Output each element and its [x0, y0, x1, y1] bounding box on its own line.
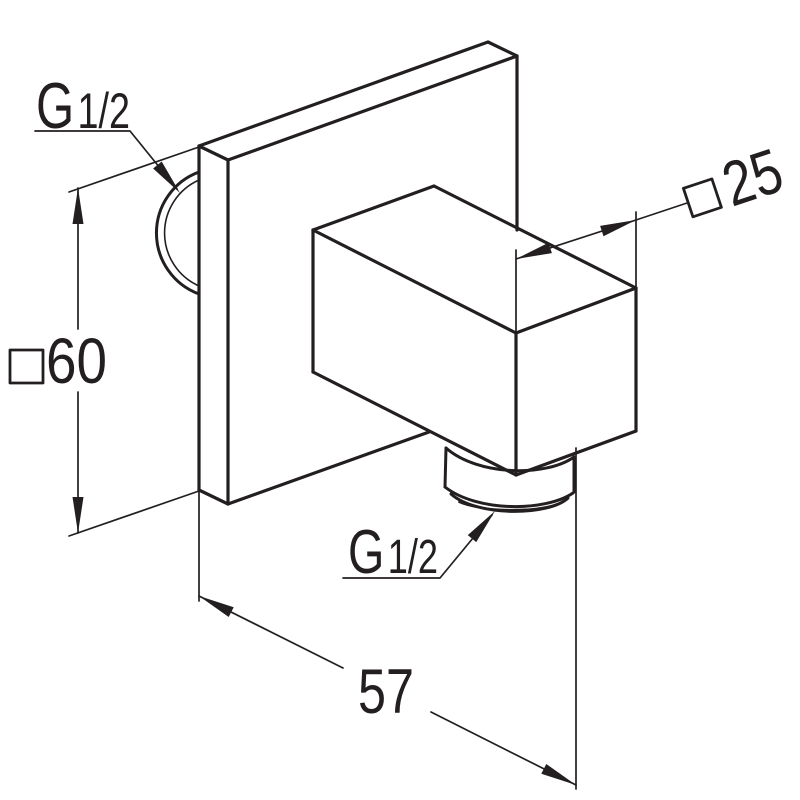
- nut-left-side-edge: [443, 446, 448, 489]
- thread-label-bottom-fraction: 1/2: [388, 531, 438, 584]
- nut-body-bottom-arc: [443, 485, 575, 508]
- spout-block: [311, 184, 638, 477]
- thread-label-bottom-prefix: G: [348, 518, 384, 587]
- arrowheads: [72, 161, 636, 785]
- thread-boss: [154, 170, 201, 296]
- thread-label-top: G 1/2: [36, 69, 130, 142]
- block-bottom-left-edge: [311, 370, 518, 477]
- square-symbol-icon: [8, 348, 45, 385]
- plate-front-bottom-edge: [226, 430, 431, 506]
- thread-boss-outer-arc: [154, 170, 201, 296]
- arrowhead-dim57-right: [541, 764, 576, 785]
- thread-label-bottom: G 1/2: [348, 518, 438, 587]
- arrowhead-thread-bottom: [467, 511, 495, 543]
- arrowhead-dim25-right: [600, 220, 636, 237]
- arrowhead-dim60-up: [72, 188, 84, 224]
- labels: 60 57 G 1/2 G 1/2: [36, 69, 438, 727]
- dim57-value: 57: [358, 657, 414, 727]
- arrowhead-dim25-left: [516, 242, 552, 259]
- nut-bottom-rim-inner-arc: [458, 501, 558, 511]
- square-symbol-icon: [682, 177, 723, 219]
- thread-label-top-fraction: 1/2: [78, 83, 130, 139]
- block-top-rear-edge: [432, 184, 638, 290]
- thread-boss-thread-arc: [163, 179, 200, 287]
- dim60-value: 60: [46, 325, 107, 397]
- plate-topright-thickness-edge: [486, 40, 519, 58]
- dim25-label-leader: [635, 202, 688, 221]
- block-end-top-edge: [514, 286, 638, 335]
- arrowhead-dim60-down: [72, 497, 84, 533]
- thread-label-top-prefix: G: [36, 69, 74, 142]
- arrowhead-thread-top: [153, 161, 180, 193]
- dim60-ext-top: [68, 146, 200, 193]
- block-near-top-edge: [311, 184, 436, 232]
- plate-front-top-edge: [226, 54, 519, 162]
- outlet-nut: [443, 446, 576, 513]
- plate-rear-top-edge: [197, 40, 490, 148]
- nut-bottom-rim-arc: [449, 492, 570, 513]
- plate-bottomleft-thickness-edge: [197, 488, 230, 506]
- block-top-left-edge: [311, 228, 518, 335]
- wall-plate: [197, 40, 519, 506]
- arrowhead-dim57-left: [199, 596, 234, 617]
- nut-top-rim-arc: [444, 446, 576, 473]
- dim60-ext-bottom: [68, 490, 200, 537]
- plate-topleft-thickness-edge: [197, 144, 230, 162]
- drawing-root: 25 60 57 G 1/2 G 1/2: [8, 40, 791, 790]
